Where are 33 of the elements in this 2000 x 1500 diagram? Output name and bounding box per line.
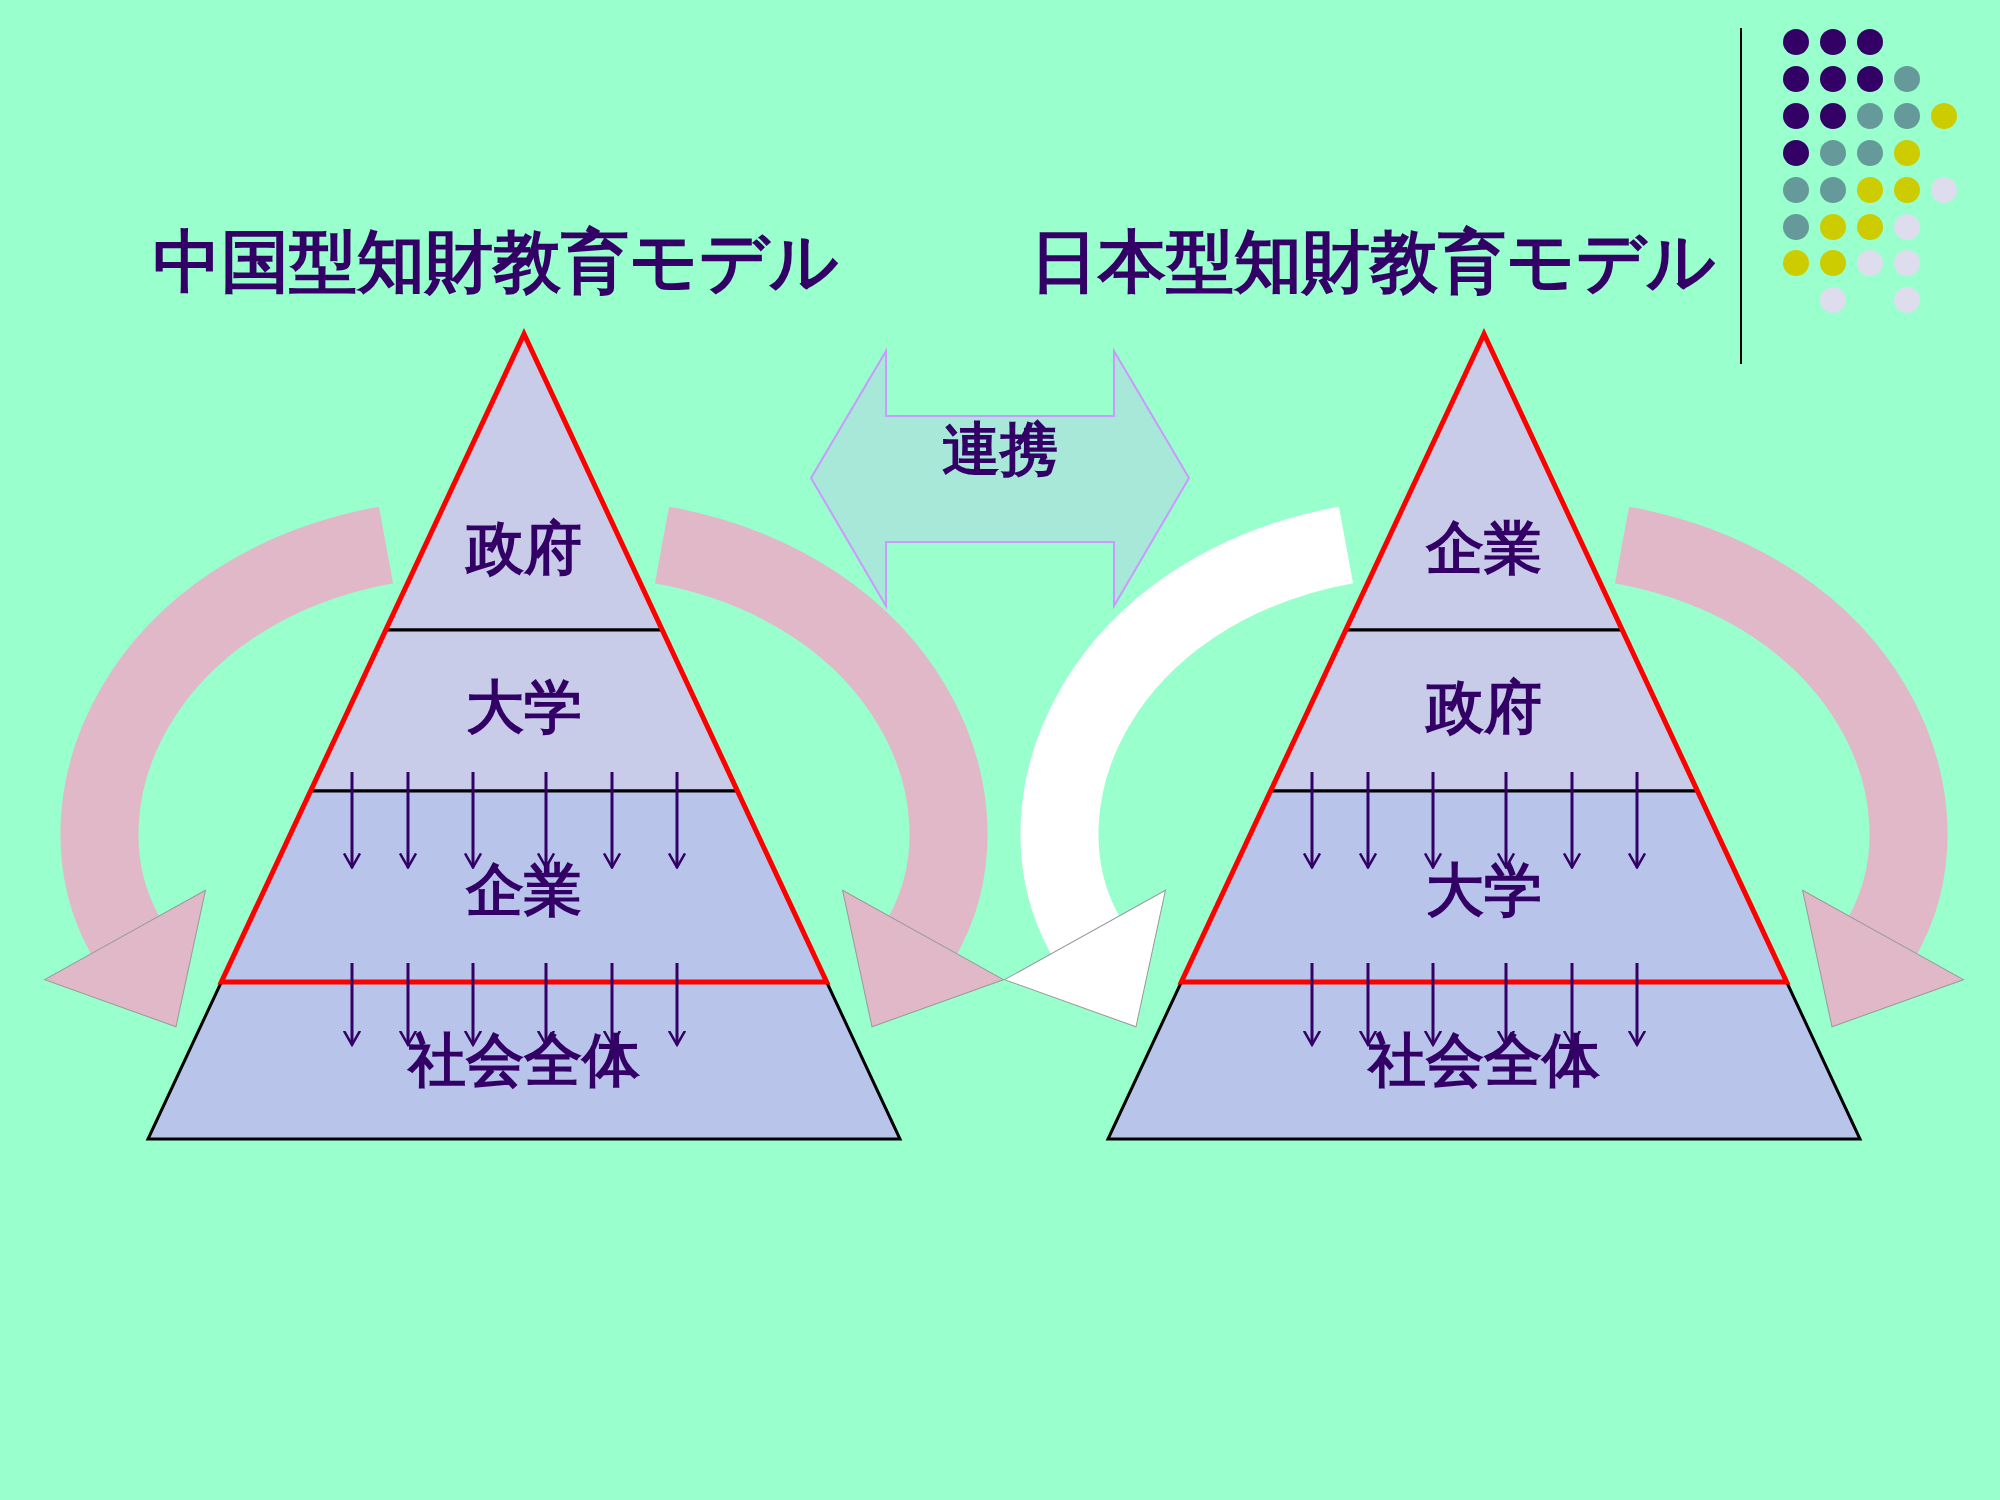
arrow xyxy=(398,772,418,869)
model-title: 日本型知財教育モデル xyxy=(1030,222,1717,302)
arrow xyxy=(1302,963,1322,1047)
arrow xyxy=(536,772,556,869)
arrow xyxy=(602,963,622,1047)
layer-label: 社会全体 xyxy=(1366,1027,1601,1093)
arrow xyxy=(463,963,483,1047)
arrow xyxy=(398,963,418,1047)
arrow xyxy=(463,772,483,869)
arrow xyxy=(667,772,687,869)
layer-label: 政府 xyxy=(464,515,583,581)
arrow xyxy=(1562,772,1582,869)
layer-label: 政府 xyxy=(1424,674,1543,740)
arrow xyxy=(1423,963,1443,1047)
arrow xyxy=(1302,772,1322,869)
arrow xyxy=(602,772,622,869)
layer-label: 企業 xyxy=(1424,515,1543,581)
layer-label: 社会全体 xyxy=(406,1027,641,1093)
arrow xyxy=(1627,772,1647,869)
arrow xyxy=(342,772,362,869)
arrow xyxy=(1496,772,1516,869)
arrow xyxy=(1627,963,1647,1047)
layer-label: 大学 xyxy=(1425,857,1543,923)
layer-label: 大学 xyxy=(465,674,583,740)
arrow xyxy=(1358,963,1378,1047)
layer-label: 連携 xyxy=(941,416,1059,482)
model-title: 中国型知財教育モデル xyxy=(153,222,840,302)
arrow xyxy=(1562,963,1582,1047)
arrow xyxy=(667,963,687,1047)
layer-label: 企業 xyxy=(464,857,583,923)
arrow xyxy=(1358,772,1378,869)
arrow xyxy=(342,963,362,1047)
arrow xyxy=(1423,772,1443,869)
